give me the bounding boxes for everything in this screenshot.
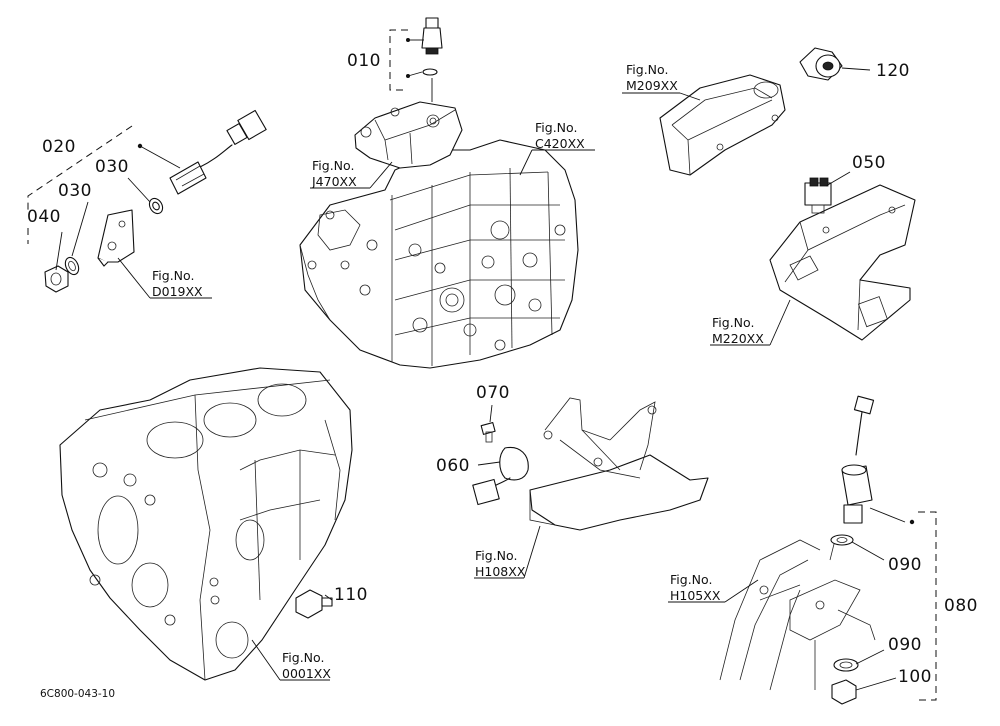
diagram-code: 6C800-043-10: [40, 688, 115, 700]
fig-ref-0001: 0001XX: [282, 666, 331, 681]
part-label-110: 110: [334, 585, 368, 605]
fig-label-j470: Fig.No.: [312, 158, 354, 173]
part-number-labels: 010 020 030 030 040 050 060 070 080 090 …: [27, 51, 978, 687]
bracket-m220-drawing: [769, 184, 916, 341]
switch-060: [472, 446, 529, 506]
part-label-030-lower: 030: [58, 181, 92, 201]
fig-ref-m209: M209XX: [626, 78, 678, 93]
switch-080: [830, 395, 875, 705]
fig-label-m209: Fig.No.: [626, 62, 668, 77]
fig-label-c420: Fig.No.: [535, 120, 577, 135]
engine-block-drawing: [59, 367, 353, 681]
transmission-case-drawing: [299, 101, 579, 369]
part-label-010: 010: [347, 51, 381, 71]
figure-reference-labels: Fig.No. D019XX Fig.No. J470XX Fig.No. C4…: [152, 62, 764, 681]
part-label-050: 050: [852, 153, 886, 173]
fig-ref-m220: M220XX: [712, 331, 764, 346]
fig-label-h105: Fig.No.: [670, 572, 712, 587]
sensor-110: [295, 589, 333, 619]
fig-ref-c420: C420XX: [535, 136, 585, 151]
pressure-switch-010: [421, 17, 443, 102]
fig-ref-j470: J470XX: [311, 174, 357, 189]
socket-120: [799, 47, 843, 81]
tray-m209-drawing: [659, 74, 786, 176]
fig-ref-h108: H108XX: [475, 564, 526, 579]
part-label-020: 020: [42, 137, 76, 157]
part-label-120: 120: [876, 61, 910, 81]
part-label-100: 100: [898, 667, 932, 687]
part-label-080: 080: [944, 596, 978, 616]
fig-ref-d019: D019XX: [152, 284, 203, 299]
part-label-090-lower: 090: [888, 635, 922, 655]
fig-label-h108: Fig.No.: [475, 548, 517, 563]
fig-label-0001: Fig.No.: [282, 650, 324, 665]
part-label-070: 070: [476, 383, 510, 403]
fig-ref-h105: H105XX: [670, 588, 721, 603]
leader-lines: [55, 38, 915, 691]
relay-050: [804, 177, 832, 214]
bolt-070: [480, 422, 496, 443]
fig-label-d019: Fig.No.: [152, 268, 194, 283]
bracket-h105-drawing: [719, 539, 876, 691]
sensor-assembly-020-drawing: [44, 109, 267, 293]
fig-label-m220: Fig.No.: [712, 315, 754, 330]
part-label-090-upper: 090: [888, 555, 922, 575]
part-label-040: 040: [27, 207, 61, 227]
group-brackets: [27, 29, 937, 701]
bracket-h108-drawing: [529, 397, 709, 531]
part-label-030-upper: 030: [95, 157, 129, 177]
part-label-060: 060: [436, 456, 470, 476]
